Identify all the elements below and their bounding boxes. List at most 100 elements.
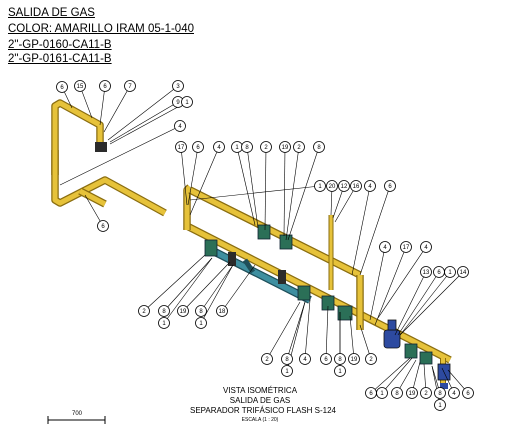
callout-circle — [420, 241, 432, 253]
callout-circle — [391, 387, 403, 399]
callout-bubble-c8: 4 — [174, 120, 186, 132]
callout-leader-c24 — [359, 185, 391, 276]
callout-circle — [97, 220, 109, 232]
callout-circle — [348, 353, 360, 365]
callout-label: 17 — [403, 245, 410, 251]
callout-circle — [124, 80, 136, 92]
callout-bubble-c13: 1 — [231, 141, 243, 153]
callout-bubble-c2: 15 — [74, 80, 86, 92]
callout-label: 2 — [424, 391, 428, 397]
callout-bubble-c48: 6 — [365, 387, 377, 399]
callout-label: 4 — [383, 245, 387, 251]
callout-circle — [174, 120, 186, 132]
callout-bubble-c39: 2 — [261, 353, 273, 365]
callout-circle — [260, 141, 272, 153]
callout-label: 1 — [338, 369, 342, 375]
callout-bubble-c10: 17 — [175, 141, 187, 153]
callout-bubble-c21: 12 — [338, 180, 350, 192]
callout-circle — [293, 141, 305, 153]
callout-bubble-c52: 2 — [420, 387, 432, 399]
callout-bubble-c29: 6 — [433, 266, 445, 278]
title-view: VISTA ISOMÉTRICA — [222, 386, 298, 395]
callout-circle — [216, 305, 228, 317]
callout-circle — [158, 317, 170, 329]
callout-circle — [192, 141, 204, 153]
callout-label: 6 — [196, 145, 200, 151]
callout-leader-c13 — [236, 146, 256, 226]
callout-label: 8 — [245, 145, 249, 151]
callout-label: 8 — [317, 145, 321, 151]
callout-circle — [379, 241, 391, 253]
callout-bubble-c4: 7 — [124, 80, 136, 92]
callout-circle — [434, 399, 446, 411]
callout-bubble-c46: 19 — [348, 353, 360, 365]
callout-circle — [213, 141, 225, 153]
callout-label: 6 — [101, 224, 105, 230]
callout-circle — [406, 387, 418, 399]
callout-label: 6 — [60, 85, 64, 91]
callout-bubble-c32: 2 — [138, 305, 150, 317]
callout-label: 4 — [424, 245, 428, 251]
callout-circle — [99, 80, 111, 92]
callout-circle — [376, 387, 388, 399]
callout-label: 4 — [217, 145, 221, 151]
callout-circle — [56, 81, 68, 93]
callout-leader-c19 — [189, 185, 321, 201]
callout-leader-c42 — [304, 299, 311, 360]
callout-leader-c34 — [163, 257, 213, 324]
callout-label: 6 — [324, 357, 328, 363]
callout-leader-c39 — [266, 301, 301, 360]
callout-bubble-c19: 1 — [314, 180, 326, 192]
callout-circle — [365, 353, 377, 365]
callout-circle — [457, 266, 469, 278]
callout-bubble-c1: 6 — [56, 81, 68, 93]
callout-circle — [138, 305, 150, 317]
callout-label: 8 — [199, 309, 203, 315]
callout-leader-c7 — [109, 101, 188, 145]
callout-label: 6 — [369, 391, 373, 397]
callout-label: 17 — [178, 145, 185, 151]
callout-circle — [279, 141, 291, 153]
callout-label: 6 — [437, 270, 441, 276]
title-scale: ESCALA (1 : 20) — [241, 417, 279, 423]
callout-bubble-c55: 4 — [448, 387, 460, 399]
callout-circle — [261, 353, 273, 365]
callout-label: 1 — [162, 321, 166, 327]
callout-leader-c11 — [187, 146, 199, 206]
callout-leader-c18 — [287, 146, 320, 241]
title-equipment: SEPARADOR TRIFÁSICO FLASH S-124 — [190, 406, 336, 415]
callout-circle — [299, 353, 311, 365]
callout-leader-c47 — [359, 324, 372, 360]
callout-bubble-c34: 1 — [158, 317, 170, 329]
callout-leader-c33 — [163, 257, 213, 312]
callout-bubble-c54: 1 — [434, 399, 446, 411]
callout-leader-c8 — [59, 125, 181, 186]
callout-bubble-c49: 1 — [376, 387, 388, 399]
callout-circle — [241, 141, 253, 153]
callout-leader-c48 — [370, 357, 411, 394]
callout-bubble-c16: 19 — [279, 141, 291, 153]
header-line-number-2: 2"-GP-0161-CA11-B — [8, 53, 112, 65]
callout-circle — [420, 387, 432, 399]
callout-bubble-c35: 19 — [177, 305, 189, 317]
callout-label: 8 — [395, 391, 399, 397]
callout-label: 2 — [369, 357, 373, 363]
callout-circle — [175, 141, 187, 153]
callout-label: 12 — [341, 184, 348, 190]
callout-leader-c10 — [180, 146, 188, 206]
callout-label: 14 — [460, 270, 467, 276]
callout-label: 8 — [285, 357, 289, 363]
callout-bubble-c25: 4 — [420, 241, 432, 253]
callout-bubble-c14: 8 — [241, 141, 253, 153]
callout-circle — [181, 96, 193, 108]
callout-leader-c38 — [221, 264, 256, 312]
callout-label: 19 — [282, 145, 289, 151]
callout-label: 4 — [178, 124, 182, 130]
callout-leader-lines — [59, 85, 469, 406]
callout-bubble-c7: 1 — [181, 96, 193, 108]
callout-leader-c27 — [369, 246, 386, 321]
callout-bubble-c53: 8 — [434, 387, 446, 399]
callout-leader-c43 — [325, 305, 329, 360]
